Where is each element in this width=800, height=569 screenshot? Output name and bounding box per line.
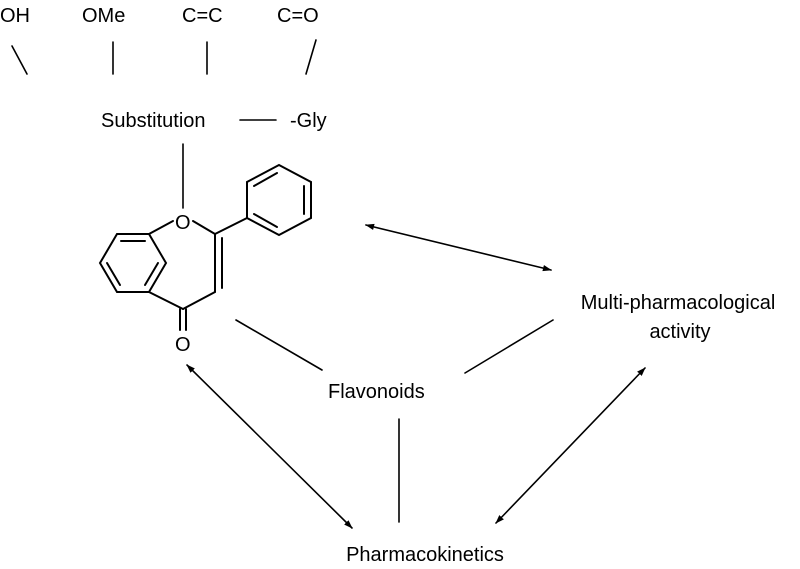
activity-label-line2: activity — [649, 321, 710, 343]
substituent-alkene-label: C=C — [182, 5, 223, 27]
structure-activity-arrow — [365, 223, 552, 272]
structure-pk-arrow — [186, 364, 353, 529]
substitution-label: Substitution — [101, 110, 206, 132]
substituent-oh-label: OH — [0, 5, 30, 27]
carbonyl-oxygen-label: O — [175, 334, 191, 356]
activity-pk-arrow — [495, 367, 646, 524]
ring-oxygen-label: O — [175, 212, 191, 234]
oh-connector — [11, 45, 28, 75]
flavonoids-label: Flavonoids — [328, 381, 425, 403]
substituent-carbonyl-label: C=O — [277, 5, 319, 27]
flavone-structure — [98, 163, 312, 331]
pharmacokinetics-label: Pharmacokinetics — [346, 544, 504, 566]
substituent-ome-label: OMe — [82, 5, 125, 27]
activity-flavonoids-connector — [464, 319, 554, 374]
activity-label-line1: Multi-pharmacological — [581, 292, 776, 314]
structure-flavonoids-connector — [235, 319, 323, 371]
glycoside-label: -Gly — [290, 110, 327, 132]
carbonyl-connector — [305, 39, 317, 75]
